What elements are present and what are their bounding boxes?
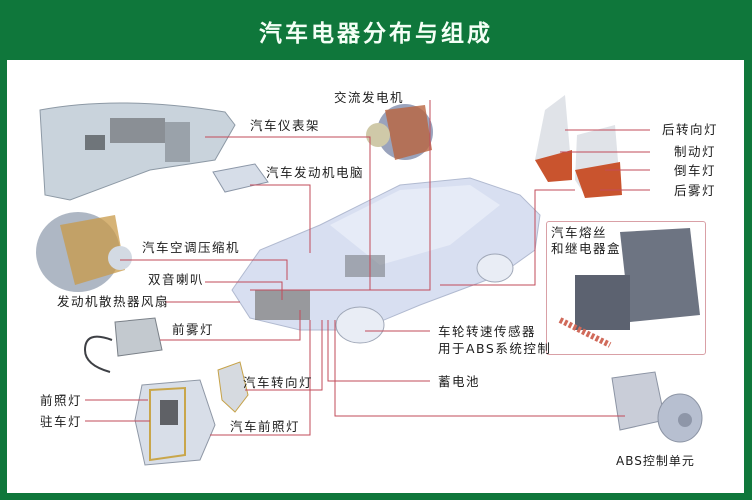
diagram-title: 汽车电器分布与组成 — [259, 21, 493, 47]
label-rear-fog-light: 后雾灯 — [674, 183, 717, 198]
label-headlamp-assembly: 汽车前照灯 — [230, 419, 301, 434]
label-radiator-fan: 发动机散热器风扇 — [57, 294, 170, 309]
label-reverse-light: 倒车灯 — [674, 163, 717, 178]
label-battery: 蓄电池 — [438, 374, 481, 389]
fuse-relay-box-frame — [546, 221, 706, 355]
label-instrument-panel: 汽车仪表架 — [250, 118, 321, 133]
label-alternator: 交流发电机 — [334, 90, 405, 105]
label-wheel-speed-sensor-line2: 用于ABS系统控制 — [438, 341, 552, 356]
label-ac-compressor: 汽车空调压缩机 — [142, 240, 241, 255]
label-brake-light: 制动灯 — [674, 144, 717, 159]
label-abs-unit: ABS控制单元 — [616, 454, 695, 468]
label-turn-signal: 汽车转向灯 — [243, 375, 314, 390]
label-wheel-speed-sensor-line1: 车轮转速传感器 — [438, 324, 537, 339]
label-front-fog-lamp: 前雾灯 — [172, 322, 215, 337]
label-engine-ecu: 汽车发动机电脑 — [266, 165, 365, 180]
label-headlight: 前照灯 — [40, 393, 83, 408]
label-parking-light: 驻车灯 — [40, 414, 83, 429]
label-dual-horn: 双音喇叭 — [148, 272, 205, 287]
label-fuse-box-line1: 汽车熔丝 — [551, 225, 608, 240]
label-fuse-box-line2: 和继电器盒 — [551, 241, 622, 256]
label-rear-turn-signal: 后转向灯 — [662, 122, 719, 137]
